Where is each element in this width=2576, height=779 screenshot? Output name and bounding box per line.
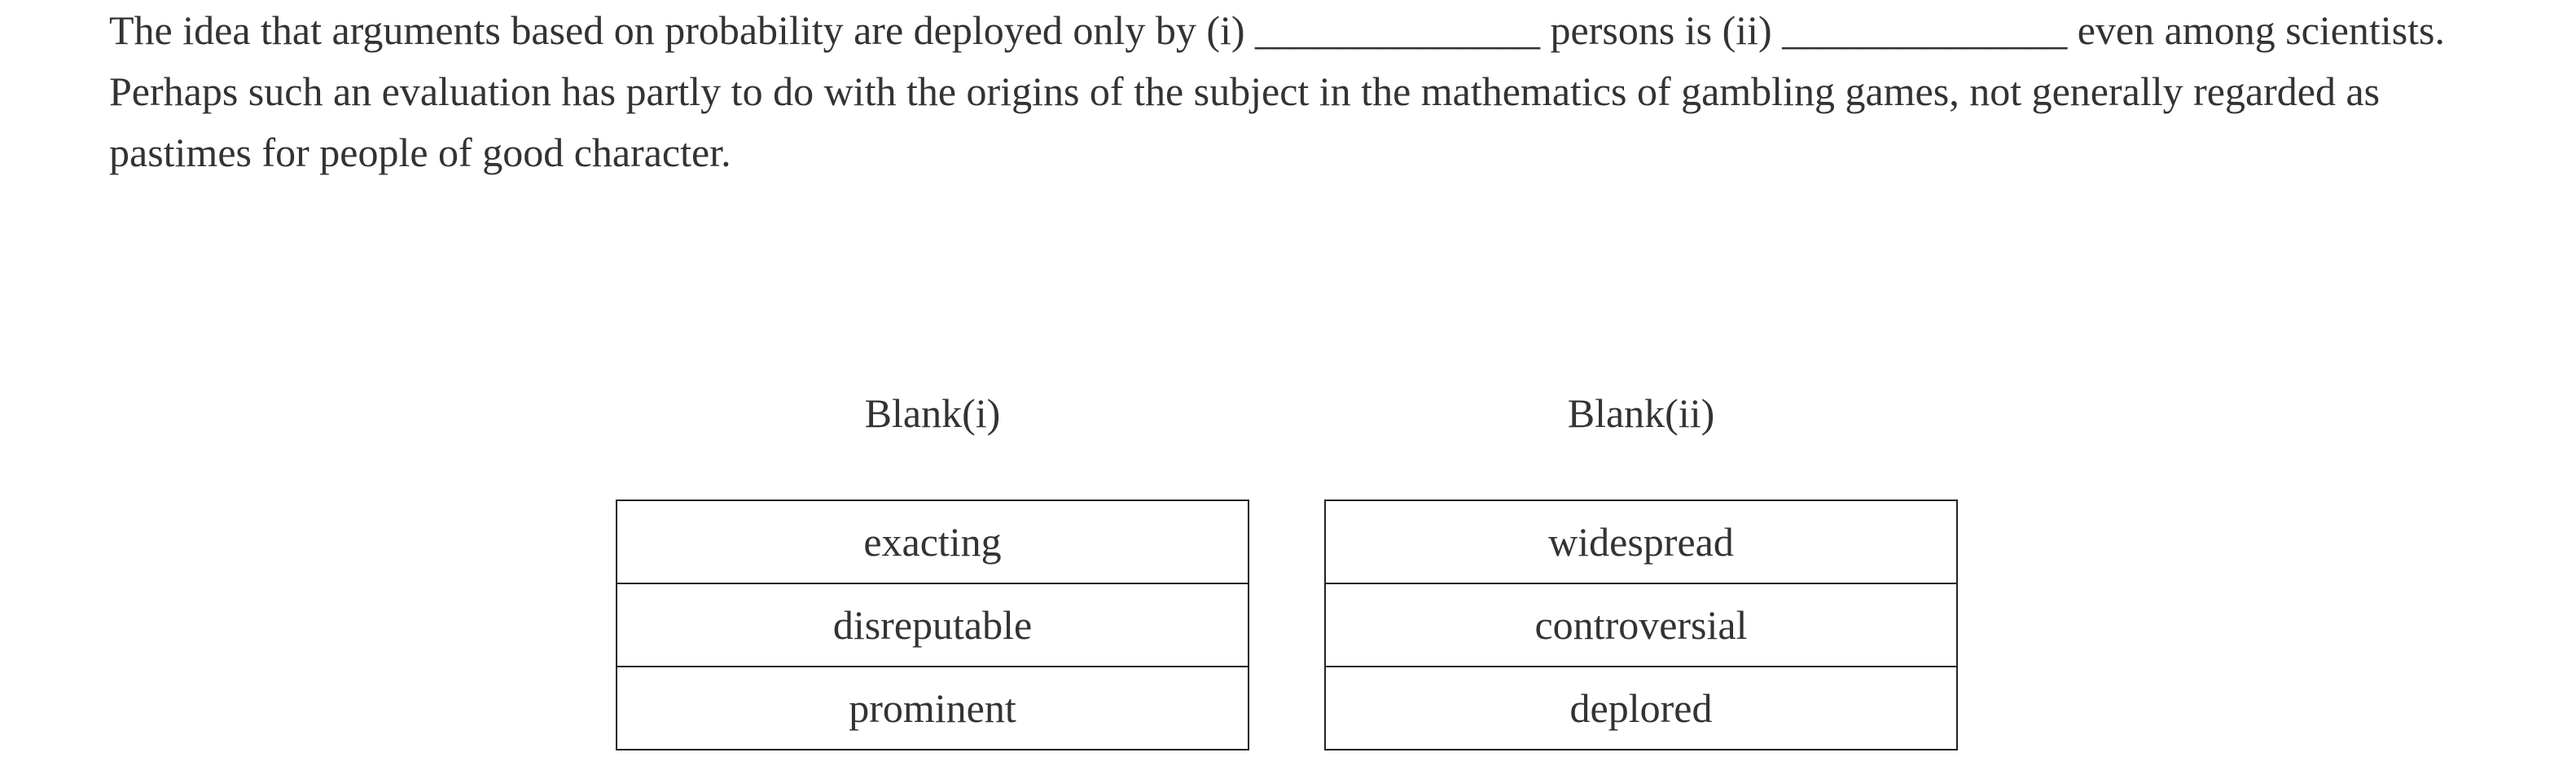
blank-ii-option-widespread[interactable]: widespread	[1324, 500, 1958, 584]
blank-ii-header: Blank(ii)	[1567, 390, 1715, 436]
blank-i-placeholder: ______________	[1255, 7, 1541, 53]
choice-row: exacting	[616, 500, 1249, 584]
passage-text-part-2: persons is (ii)	[1540, 7, 1783, 53]
passage-text-part-3: even among scientists. Perhaps such an e…	[109, 7, 2446, 175]
choice-row: controversial	[1324, 583, 1958, 667]
blank-i-header: Blank(i)	[864, 390, 1001, 436]
blank-i-option-exacting[interactable]: exacting	[616, 500, 1249, 584]
blank-ii-placeholder: ______________	[1782, 7, 2068, 53]
blank-i-option-prominent[interactable]: prominent	[616, 666, 1249, 750]
choice-row: disreputable	[616, 583, 1249, 667]
choice-row: deplored	[1324, 666, 1958, 750]
blank-i-option-disreputable[interactable]: disreputable	[616, 583, 1249, 667]
blank-ii-option-controversial[interactable]: controversial	[1324, 583, 1958, 667]
question-passage: The idea that arguments based on probabi…	[109, 0, 2471, 183]
blank-i-choices: exacting disreputable prominent	[616, 500, 1249, 750]
blank-ii-choices: widespread controversial deplored	[1324, 500, 1958, 750]
passage-text-part-1: The idea that arguments based on probabi…	[109, 7, 1256, 53]
choice-row: prominent	[616, 666, 1249, 750]
choice-row: widespread	[1324, 500, 1958, 584]
blank-ii-option-deplored[interactable]: deplored	[1324, 666, 1958, 750]
